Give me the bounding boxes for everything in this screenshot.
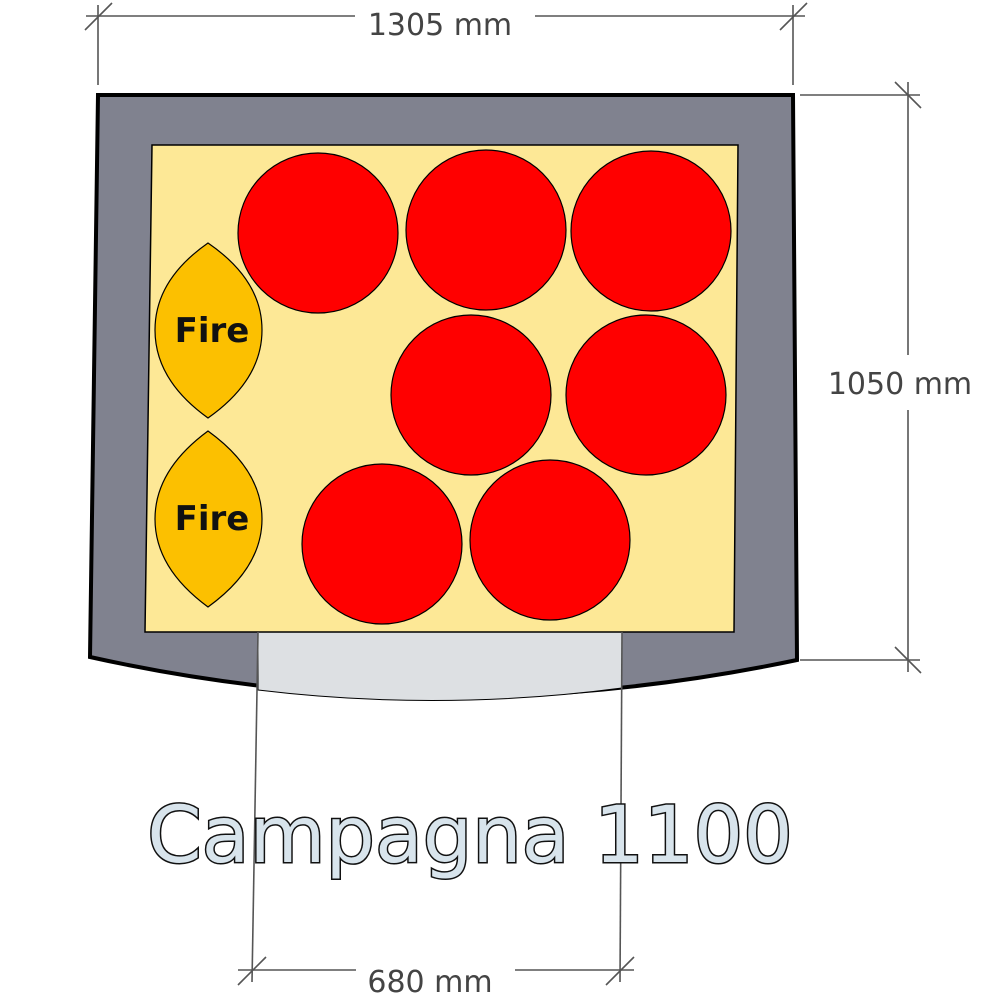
- pizzas: [237, 149, 732, 625]
- fire-label: Fire: [175, 499, 250, 539]
- door-opening: [257, 631, 623, 701]
- width-label: 1305 mm: [368, 8, 512, 43]
- pizza: [469, 459, 631, 621]
- pizza: [390, 314, 552, 476]
- fire-shape: [154, 430, 263, 608]
- pizza: [565, 314, 727, 476]
- pizza: [301, 463, 463, 625]
- fire-zone: Fire: [154, 242, 263, 419]
- door-width-label: 680 mm: [367, 965, 492, 1000]
- pizza: [405, 149, 567, 311]
- depth-label: 1050 mm: [828, 367, 972, 402]
- fire-shape: [154, 242, 263, 419]
- pizza: [570, 150, 732, 312]
- width-dimension: 1305 mm: [84, 0, 808, 85]
- pizza: [237, 152, 399, 314]
- model-title: Campagna 1100: [147, 791, 793, 881]
- fire-zone: Fire: [154, 430, 263, 608]
- fire-label: Fire: [175, 311, 250, 351]
- door-width-dimension: 680 mm: [237, 631, 635, 1000]
- depth-dimension: 1050 mm: [800, 81, 972, 674]
